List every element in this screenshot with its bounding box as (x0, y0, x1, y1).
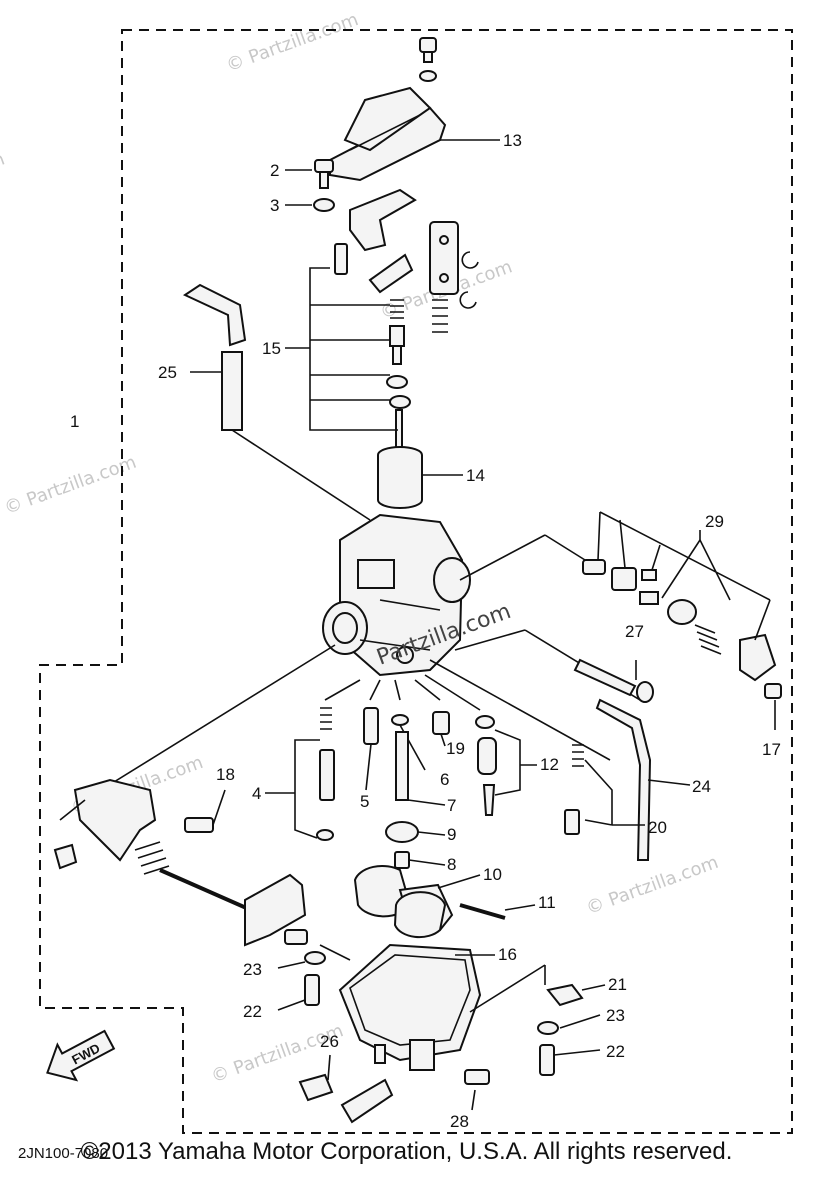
callout-16: 16 (498, 945, 517, 964)
callout-5: 5 (360, 792, 369, 811)
needle-holder (368, 253, 414, 294)
callout-24: 24 (692, 777, 711, 796)
callout-25: 25 (158, 363, 177, 382)
pin-11 (459, 903, 506, 920)
spring-20 (572, 744, 584, 767)
callout-7: 7 (447, 796, 456, 815)
callout-20: 20 (648, 818, 667, 837)
screw-2 (314, 159, 334, 189)
diagram-code: 2JN100-7080 (18, 1145, 108, 1162)
callout-10: 10 (483, 865, 502, 884)
assembly-boundary (39, 29, 793, 1134)
main-nozzle-7 (395, 731, 409, 801)
callout-26: 26 (320, 1032, 339, 1051)
callout-13: 13 (503, 131, 522, 150)
watermark: © Partzilla.com (583, 852, 721, 919)
watermark: © Partzilla.com (0, 148, 8, 215)
callout-19: 19 (446, 739, 465, 758)
parts-29 (582, 559, 777, 682)
callout-29: 29 (705, 512, 724, 531)
callout-22: 22 (243, 1002, 262, 1021)
jet-8 (394, 851, 410, 869)
needle-set-15 (334, 243, 411, 451)
callout-6: 6 (440, 770, 449, 789)
callout-21: 21 (608, 975, 627, 994)
float-bowl-16 (338, 943, 482, 1071)
drain-screw-28 (464, 1069, 490, 1085)
callout-2: 2 (270, 161, 279, 180)
top-screw (419, 37, 437, 82)
jet-5 (363, 707, 379, 745)
hose-25 (182, 283, 247, 347)
callout-27: 27 (625, 622, 644, 641)
tube-24 (595, 698, 652, 861)
callout-12: 12 (540, 755, 559, 774)
throttle-bracket (349, 188, 417, 252)
callout-15: 15 (262, 339, 281, 358)
callout-11: 11 (538, 893, 556, 912)
callout-14: 14 (466, 466, 485, 485)
screw-17 (764, 683, 782, 699)
washer-3 (313, 198, 335, 212)
screw-27 (573, 658, 637, 697)
float-10 (353, 864, 454, 939)
callout-23b: 23 (606, 1006, 625, 1025)
callout-8: 8 (447, 855, 456, 874)
spring (432, 299, 448, 333)
link-plate (429, 221, 459, 295)
forward-arrow[interactable]: FWD (38, 1022, 119, 1090)
callout-28: 28 (450, 1112, 469, 1131)
washer-9 (385, 821, 419, 843)
callout-4: 4 (252, 784, 261, 803)
cover-13 (329, 86, 447, 182)
callout-3: 3 (270, 196, 279, 215)
callout-23: 23 (243, 960, 262, 979)
copyright-notice: ©2013 Yamaha Motor Corporation, U.S.A. A… (80, 1138, 733, 1165)
callout-9: 9 (447, 825, 456, 844)
callout-1: 1 (70, 412, 79, 431)
tube-25 (221, 351, 243, 431)
callout-17: 17 (762, 740, 781, 759)
callout-18: 18 (216, 765, 235, 784)
watermark: © Partzilla.com (224, 9, 362, 76)
callout-22b: 22 (606, 1042, 625, 1061)
callouts: 1 2 3 4 5 6 7 8 9 10 11 12 13 14 15 16 1… (70, 131, 781, 1131)
pilot-screw-4 (319, 749, 335, 801)
watermark: © Partzilla.com (1, 452, 139, 519)
throttle-shaft-assembly (53, 778, 307, 947)
drain-hose-26 (298, 1073, 334, 1102)
screw-18 (184, 817, 214, 833)
throttle-valve-14 (377, 446, 423, 509)
carburetor-body (322, 513, 471, 677)
